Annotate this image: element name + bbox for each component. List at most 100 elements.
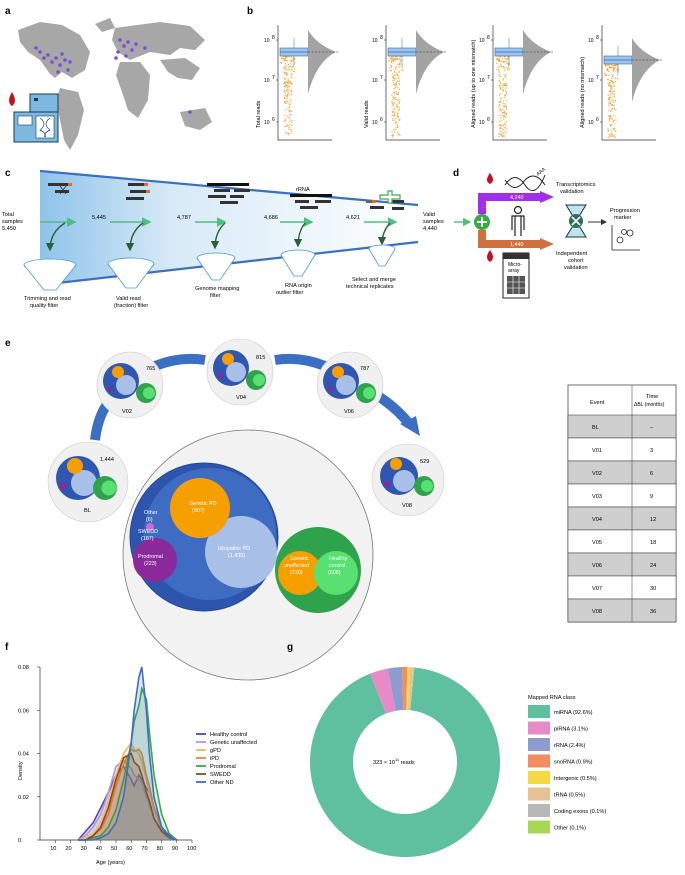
read-point xyxy=(288,111,290,113)
read-point xyxy=(505,120,507,123)
read-point xyxy=(392,115,394,117)
svg-text:cohort: cohort xyxy=(568,258,584,264)
read-point xyxy=(505,74,507,76)
read-point xyxy=(610,118,612,120)
table-cell-event: V08 xyxy=(592,609,602,615)
read-point xyxy=(498,74,500,76)
read-point xyxy=(288,80,291,83)
read-point xyxy=(391,94,393,97)
cohort-bubble-diagram: 815 V04 765 V02 787 V06 xyxy=(47,338,445,681)
read-point xyxy=(288,116,290,119)
read-point xyxy=(499,109,502,111)
density-area-4 xyxy=(78,749,177,840)
y-axis-label: Density xyxy=(18,761,24,780)
map-sites xyxy=(34,38,192,114)
read-point xyxy=(502,78,504,80)
read-point xyxy=(608,105,610,107)
legend-label: Coding exons (0.1%) xyxy=(554,809,606,815)
read-point xyxy=(392,136,394,138)
read-point xyxy=(395,127,397,129)
read-point xyxy=(392,76,394,78)
plot-axis xyxy=(601,25,656,141)
read-point xyxy=(612,74,614,76)
transcriptomics-label: Transcriptomics xyxy=(556,182,595,188)
tick-exponent: 6 xyxy=(596,117,599,123)
read-point xyxy=(610,117,612,119)
table-cell-event: V01 xyxy=(592,448,602,454)
read-point xyxy=(393,113,395,116)
read-point xyxy=(392,60,394,62)
read-point xyxy=(611,108,614,110)
read-point xyxy=(610,85,613,87)
tick-label: 10 xyxy=(372,38,378,44)
visit-name-v02: V02 xyxy=(122,409,132,415)
read-point xyxy=(287,108,289,110)
read-point xyxy=(503,67,505,69)
read-point xyxy=(291,94,293,96)
read-point xyxy=(392,79,394,82)
table-cell-event: V03 xyxy=(592,494,602,500)
read-point xyxy=(286,115,288,118)
read-point xyxy=(607,98,609,100)
read-point xyxy=(291,90,293,92)
read-point xyxy=(291,73,293,76)
tick-label: 10 xyxy=(588,38,594,44)
visit-name-bl: BL xyxy=(84,508,91,514)
read-point xyxy=(503,133,505,136)
tick-exponent: 6 xyxy=(380,117,383,123)
table-row xyxy=(567,552,677,577)
plus-icon xyxy=(379,190,401,204)
table-row xyxy=(567,598,677,623)
read-plot-ylabel: Total reads xyxy=(256,100,262,128)
read-point xyxy=(502,88,504,91)
read-point xyxy=(291,65,294,68)
legend-swatch xyxy=(528,754,550,768)
read-point xyxy=(616,68,618,70)
read-glyphs-1 xyxy=(48,183,72,195)
read-point xyxy=(611,118,613,120)
visit-count-v02: 765 xyxy=(146,366,155,372)
read-point xyxy=(498,57,500,59)
read-point xyxy=(286,124,288,127)
read-point xyxy=(504,94,506,96)
read-point xyxy=(398,80,401,82)
tick-label: 10 xyxy=(264,38,270,44)
panel-label-g: g xyxy=(287,642,293,653)
read-point xyxy=(609,101,611,103)
cohort-label: Independent xyxy=(556,251,588,257)
read-point xyxy=(500,87,502,89)
read-point xyxy=(505,66,508,69)
read-point xyxy=(501,127,503,130)
read-point xyxy=(390,66,392,69)
read-point xyxy=(395,83,397,86)
read-point xyxy=(288,128,290,130)
read-point xyxy=(499,133,501,135)
read-point xyxy=(607,78,609,81)
read-point xyxy=(616,64,618,67)
svg-text:5,450: 5,450 xyxy=(2,226,16,232)
read-point xyxy=(611,95,613,97)
read-point xyxy=(500,117,502,119)
svg-text:(fraction) filter: (fraction) filter xyxy=(114,303,148,309)
legend-label: SWEDD xyxy=(210,772,231,778)
read-point xyxy=(608,64,610,66)
rna-strand-icon: AAA xyxy=(504,166,547,192)
x-tick-label: 80 xyxy=(157,846,163,852)
svg-text:(608): (608) xyxy=(328,570,341,576)
x-tick-label: 70 xyxy=(141,846,147,852)
read-point xyxy=(395,66,397,69)
read-glyphs-5 xyxy=(366,190,404,210)
read-point xyxy=(502,84,504,86)
read-point xyxy=(398,77,400,80)
visit-name-v08: V08 xyxy=(402,503,412,509)
read-point xyxy=(612,127,615,130)
read-point xyxy=(613,85,615,87)
legend-swatch xyxy=(528,771,550,784)
read-point xyxy=(504,76,506,79)
density-line-7 xyxy=(78,666,178,841)
read-point xyxy=(397,126,399,129)
read-point xyxy=(502,100,505,103)
table-cell-time: 3 xyxy=(650,448,653,454)
